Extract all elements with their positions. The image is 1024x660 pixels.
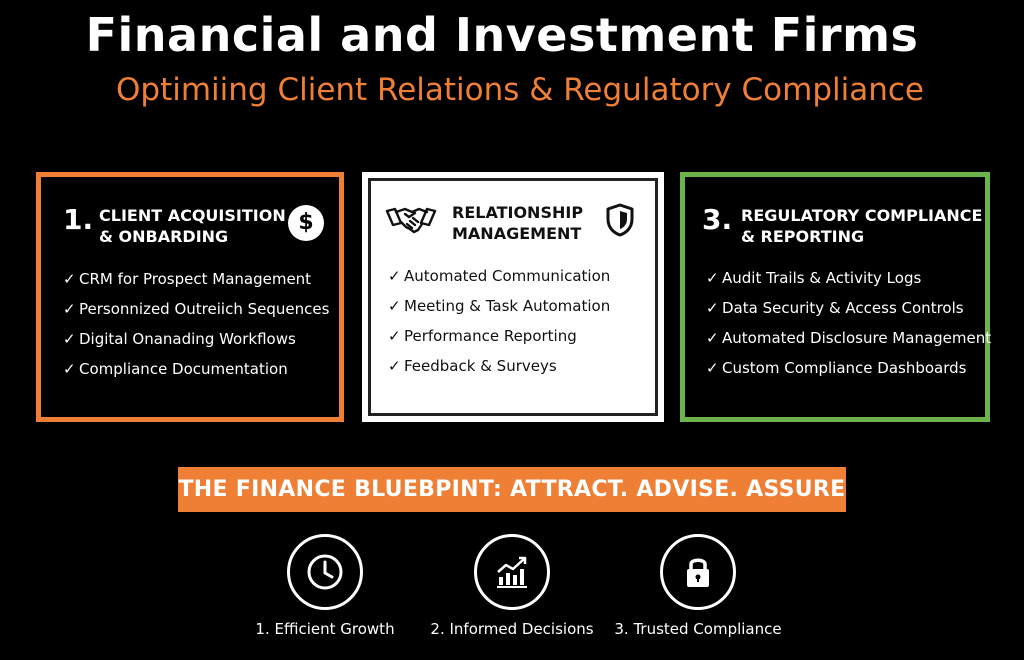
list-item: ✓Personnized Outreiich Sequences (63, 294, 329, 324)
list-item-label: Custom Compliance Dashboards (722, 359, 967, 377)
list-item: ✓Performance Reporting (388, 321, 610, 351)
list-item: ✓Audit Trails & Activity Logs (706, 263, 991, 293)
list-item: ✓Custom Compliance Dashboards (706, 353, 991, 383)
card-item-list: ✓Automated Communication ✓Meeting & Task… (388, 261, 610, 381)
list-item-label: Audit Trails & Activity Logs (722, 269, 922, 287)
list-item-label: Compliance Documentation (79, 360, 288, 378)
card-title-line2: MANAGEMENT (452, 224, 582, 243)
pillar-label: 2. Informed Decisions (430, 620, 594, 638)
page-subtitle: Optimiing Client Relations & Regulatory … (116, 72, 924, 108)
card-title: REGULATORY COMPLIANCE & REPORTING (741, 205, 982, 247)
list-item: ✓Automated Communication (388, 261, 610, 291)
check-icon: ✓ (63, 330, 76, 348)
card-regulatory-compliance: 3. REGULATORY COMPLIANCE & REPORTING ✓Au… (680, 172, 991, 422)
list-item-label: Data Security & Access Controls (722, 299, 964, 317)
clock-icon (307, 554, 343, 590)
check-icon: ✓ (706, 329, 719, 347)
page-title: Financial and Investment Firms (85, 8, 919, 62)
card-title-line1: REGULATORY COMPLIANCE (741, 206, 983, 225)
pillar-trusted-compliance (660, 534, 736, 610)
pillar-label: 3. Trusted Compliance (614, 620, 782, 638)
list-item: ✓CRM for Prospect Management (63, 264, 329, 294)
list-item: ✓Digital Onanading Workflows (63, 324, 329, 354)
pillar-efficient-growth (287, 534, 363, 610)
check-icon: ✓ (388, 327, 401, 345)
card-title: CLIENT ACQUISITION & ONBARDING (99, 205, 286, 247)
check-icon: ✓ (706, 299, 719, 317)
card-title-line2: & ONBARDING (99, 227, 229, 246)
list-item-label: Digital Onanading Workflows (79, 330, 296, 348)
list-item-label: Meeting & Task Automation (404, 297, 611, 315)
check-icon: ✓ (63, 300, 76, 318)
check-icon: ✓ (388, 297, 401, 315)
check-icon: ✓ (388, 267, 401, 285)
growth-chart-icon (497, 556, 527, 588)
dollar-icon: $ (288, 205, 324, 241)
card-title-line2: & REPORTING (741, 227, 865, 246)
lock-icon (687, 558, 709, 587)
card-title-line1: CLIENT ACQUISITION (99, 206, 286, 225)
card-relationship-management: RELATIONSHIP MANAGEMENT ✓Automated Commu… (362, 172, 664, 422)
pillar-label: 1. Efficient Growth (255, 620, 395, 638)
check-icon: ✓ (63, 270, 76, 288)
card-title-line1: RELATIONSHIP (452, 203, 584, 222)
card-number: 1. (63, 203, 94, 236)
list-item: ✓Meeting & Task Automation (388, 291, 610, 321)
card-item-list: ✓CRM for Prospect Management ✓Personnize… (63, 264, 329, 384)
check-icon: ✓ (706, 269, 719, 287)
card-title: RELATIONSHIP MANAGEMENT (452, 202, 583, 244)
list-item-label: Personnized Outreiich Sequences (79, 300, 330, 318)
list-item: ✓Feedback & Surveys (388, 351, 610, 381)
handshake-icon (385, 207, 437, 234)
blueprint-banner: THE FINANCE BLUEBPINT: ATTRACT. ADVISE. … (178, 467, 846, 512)
list-item: ✓Automated Disclosure Management (706, 323, 991, 353)
list-item: ✓Compliance Documentation (63, 354, 329, 384)
list-item-label: Automated Communication (404, 267, 611, 285)
list-item-label: Feedback & Surveys (404, 357, 557, 375)
check-icon: ✓ (63, 360, 76, 378)
card-inner-frame: RELATIONSHIP MANAGEMENT ✓Automated Commu… (368, 178, 658, 416)
shield-icon (606, 203, 634, 237)
list-item: ✓Data Security & Access Controls (706, 293, 991, 323)
card-item-list: ✓Audit Trails & Activity Logs ✓Data Secu… (706, 263, 991, 383)
list-item-label: CRM for Prospect Management (79, 270, 312, 288)
card-number: 3. (702, 203, 733, 236)
check-icon: ✓ (706, 359, 719, 377)
list-item-label: Automated Disclosure Management (722, 329, 992, 347)
pillar-informed-decisions (474, 534, 550, 610)
list-item-label: Performance Reporting (404, 327, 577, 345)
card-client-acquisition: 1. CLIENT ACQUISITION & ONBARDING $ ✓CRM… (36, 172, 344, 422)
check-icon: ✓ (388, 357, 401, 375)
